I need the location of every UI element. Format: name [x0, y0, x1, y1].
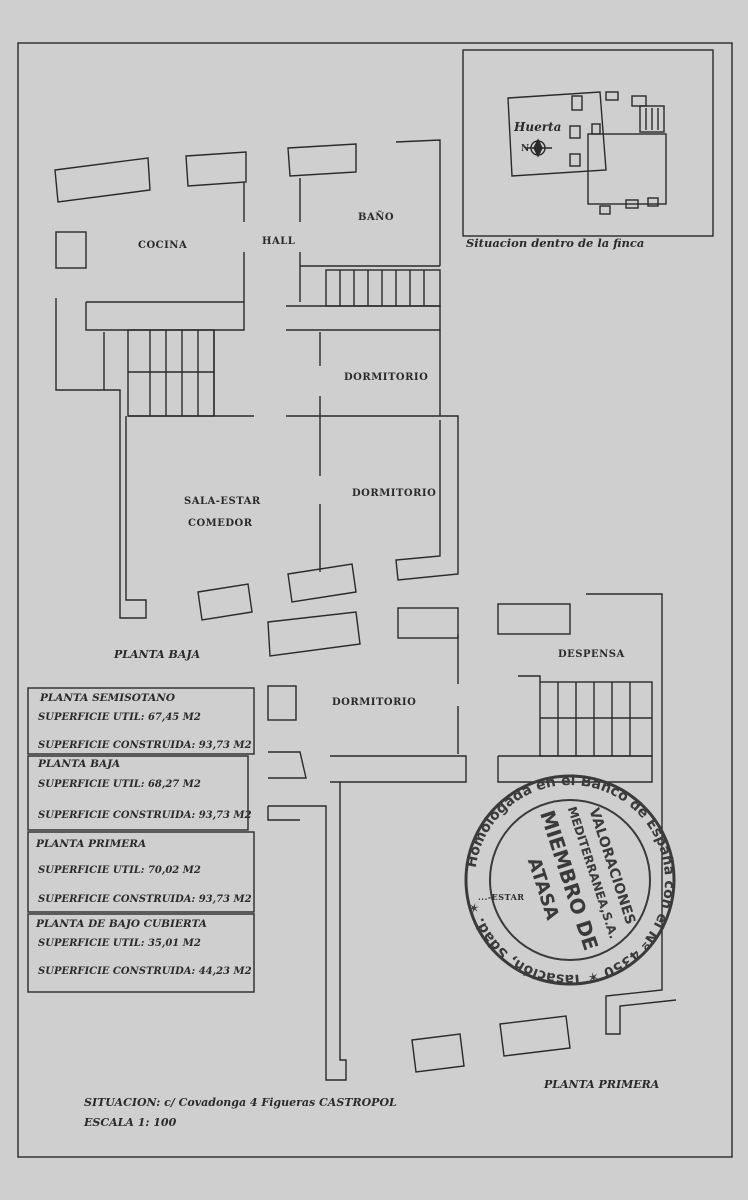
table-construida-bajo-cubierta: SUPERFICIE CONSTRUIDA: 44,23 M2 [38, 966, 252, 977]
room-bano: BAÑO [358, 212, 395, 223]
table-util-baja: SUPERFICIE UTIL: 68,27 M2 [38, 779, 201, 790]
table-construida-baja: SUPERFICIE CONSTRUIDA: 93,73 M2 [38, 810, 252, 821]
room-despensa: DESPENSA [558, 649, 625, 660]
room-estar-partial: ...-ESTAR [478, 892, 525, 902]
planta-baja-caption: PLANTA BAJA [114, 648, 201, 661]
planta-primera-walls [267, 593, 677, 1081]
table-util-semisotano: SUPERFICIE UTIL: 67,45 M2 [38, 712, 201, 723]
table-util-primera: SUPERFICIE UTIL: 70,02 M2 [38, 865, 201, 876]
room-cocina: COCINA [138, 240, 188, 251]
inset-site-plan [507, 91, 667, 215]
room-comedor: COMEDOR [188, 518, 253, 529]
table-construida-semisotano: SUPERFICIE CONSTRUIDA: 93,73 M2 [38, 740, 252, 751]
planta-primera-caption: PLANTA PRIMERA [544, 1078, 660, 1091]
planta-baja-walls [54, 139, 459, 621]
inset-huerta-label: Huerta [514, 120, 562, 134]
valoraciones-stamp: Homologada en el Banco de España con el … [464, 773, 677, 987]
inset-caption: Situacion dentro de la finca [466, 236, 645, 250]
room-dormitorio-2: DORMITORIO [352, 488, 437, 499]
inset-frame [462, 49, 714, 237]
sheet-frame [17, 42, 733, 1158]
north-arrow-icon [526, 138, 552, 158]
footer-situacion: SITUACION: c/ Covadonga 4 Figueras CASTR… [84, 1096, 397, 1109]
room-dormitorio-primera: DORMITORIO [332, 697, 417, 708]
table-title-semisotano: PLANTA SEMISOTANO [40, 692, 176, 704]
room-sala-estar: SALA-ESTAR [184, 496, 261, 507]
room-hall: HALL [262, 236, 296, 247]
table-title-primera: PLANTA PRIMERA [36, 838, 147, 850]
table-util-bajo-cubierta: SUPERFICIE UTIL: 35,01 M2 [38, 938, 201, 949]
areas-table-frames [27, 687, 255, 993]
room-dormitorio-1: DORMITORIO [344, 372, 429, 383]
table-title-bajo-cubierta: PLANTA DE BAJO CUBIERTA [36, 918, 207, 930]
table-title-baja: PLANTA BAJA [38, 758, 121, 770]
inset-north-label: N [521, 144, 530, 154]
table-construida-primera: SUPERFICIE CONSTRUIDA: 93,73 M2 [38, 894, 252, 905]
footer-escala: ESCALA 1: 100 [84, 1116, 177, 1129]
